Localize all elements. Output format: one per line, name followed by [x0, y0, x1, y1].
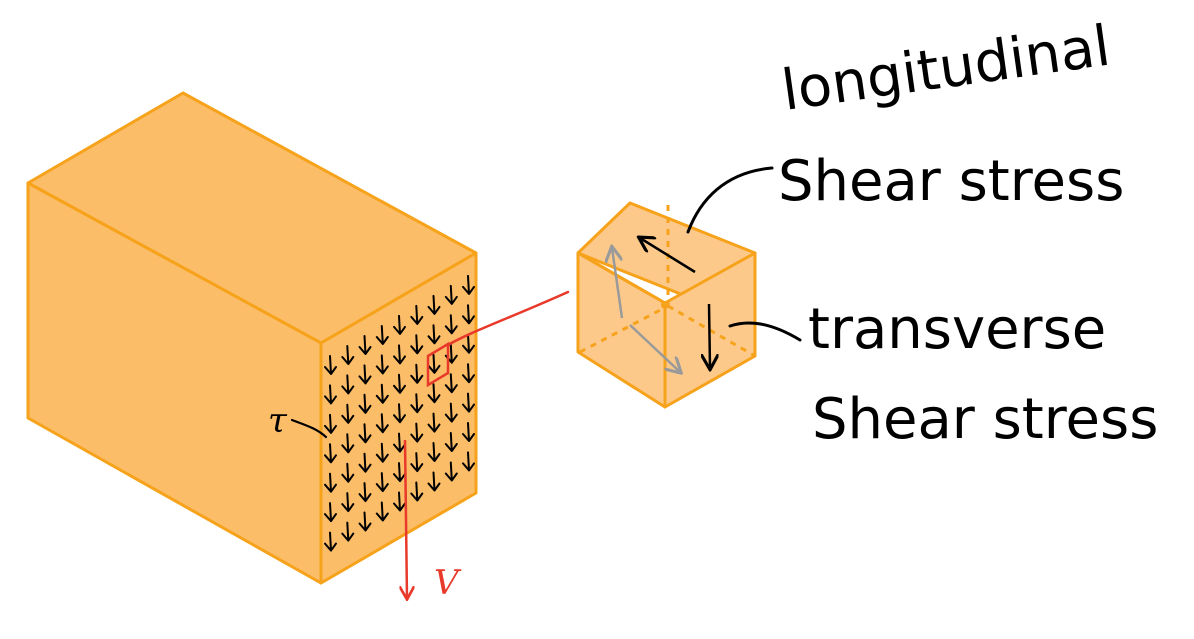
down-arrow-icon: [410, 422, 424, 443]
down-arrow-icon: [341, 374, 355, 395]
cube-hidden-edge-right: [667, 304, 756, 358]
transverse-label-line2: Shear stress: [812, 387, 1158, 452]
down-arrow-icon: [462, 363, 475, 384]
element-back-arrows: [612, 248, 680, 372]
longitudinal-label-line2: Shear stress: [778, 149, 1124, 214]
down-arrow-icon: [393, 491, 406, 512]
down-arrow-icon: [375, 472, 389, 493]
down-arrow-icon: [462, 451, 475, 472]
down-arrow-icon: [341, 403, 355, 424]
down-arrow-icon: [393, 432, 406, 453]
down-arrow-icon: [358, 364, 372, 385]
down-arrow-icon: [444, 373, 458, 394]
down-arrow-icon: [341, 345, 355, 365]
down-arrow-icon: [324, 531, 337, 552]
down-arrow-icon: [462, 422, 475, 442]
down-arrow-icon: [427, 442, 441, 462]
tau-label: τ: [268, 401, 288, 441]
shear-force-label: V: [434, 563, 462, 603]
down-arrow-icon: [358, 393, 372, 414]
down-arrow-icon: [393, 344, 406, 365]
down-arrow-icon: [341, 521, 355, 542]
transverse-leader-line: [728, 321, 802, 342]
gray-arrow-up: [612, 248, 624, 319]
down-arrow-icon: [375, 413, 389, 434]
down-arrow-icon: [462, 274, 475, 295]
down-arrow-icon: [341, 492, 355, 513]
longitudinal-label-line1: longitudinal: [778, 14, 1114, 124]
down-arrow-icon: [427, 412, 441, 433]
down-arrow-icon: [462, 333, 475, 354]
down-arrow-icon: [324, 355, 337, 375]
down-arrow-icon: [462, 304, 475, 325]
down-arrow-icon: [393, 314, 406, 335]
down-arrow-icon: [393, 373, 406, 394]
element-leader-line: [446, 290, 570, 347]
down-arrow-icon: [324, 443, 337, 464]
down-arrow-icon: [444, 402, 458, 423]
down-arrow-icon: [427, 324, 441, 345]
down-arrow-icon: [375, 325, 389, 345]
gray-arrow-diagonal: [629, 324, 680, 372]
down-arrow-icon: [324, 472, 337, 493]
cube-hidden-edge-left: [579, 304, 669, 354]
down-arrow-icon: [358, 452, 372, 473]
down-arrow-icon: [427, 294, 441, 315]
down-arrow-icon: [341, 462, 355, 483]
element-front-arrows: [640, 238, 710, 368]
down-arrow-icon: [375, 383, 389, 404]
stress-element-cube: [576, 201, 757, 409]
down-arrow-icon: [444, 314, 458, 335]
down-arrow-icon: [375, 354, 389, 375]
shear-force-arrow: [405, 439, 407, 598]
down-arrow-icon: [324, 384, 337, 405]
down-arrow-icon: [324, 413, 337, 434]
beam-block: [26, 91, 478, 585]
transverse-stress-arrow-icon: [709, 303, 710, 368]
down-arrow-icon: [444, 461, 458, 482]
down-arrow-icon: [410, 452, 424, 473]
down-arrow-icon: [410, 334, 424, 355]
shear-stress-arrow-field: [324, 274, 475, 552]
highlighted-element-square: [426, 341, 450, 388]
longitudinal-stress-arrow-icon: [640, 238, 696, 274]
down-arrow-icon: [358, 423, 372, 444]
down-arrow-icon: [462, 392, 475, 413]
down-arrow-icon: [410, 304, 424, 325]
down-arrow-icon: [324, 502, 337, 523]
longitudinal-leader-line: [686, 166, 774, 234]
transverse-label-line1: transverse: [808, 297, 1106, 362]
down-arrow-icon: [375, 442, 389, 463]
down-arrow-icon: [427, 353, 441, 374]
down-arrow-icon: [444, 432, 458, 452]
down-arrow-icon: [393, 462, 406, 483]
down-arrow-icon: [375, 501, 389, 522]
down-arrow-icon: [393, 403, 406, 424]
down-arrow-icon: [427, 471, 441, 492]
down-arrow-icon: [410, 363, 424, 384]
down-arrow-icon: [358, 482, 372, 503]
down-arrow-icon: [427, 383, 441, 404]
down-arrow-icon: [358, 335, 372, 355]
tau-leader-line: [290, 418, 328, 439]
down-arrow-icon: [410, 481, 424, 502]
down-arrow-icon: [358, 511, 372, 532]
down-arrow-icon: [341, 433, 355, 454]
down-arrow-icon: [410, 393, 424, 414]
down-arrow-icon: [444, 284, 458, 305]
